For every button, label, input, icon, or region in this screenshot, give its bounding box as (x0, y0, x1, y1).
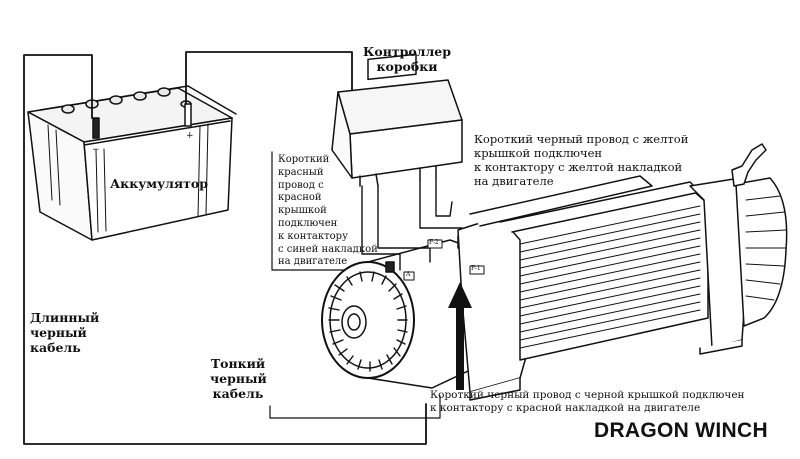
long-cable-label: Длинный черный кабель (30, 310, 100, 355)
positive-cable (185, 51, 353, 105)
controller-wire-2 (377, 185, 431, 263)
thin-cable-label: Тонкий черный кабель (210, 356, 267, 401)
svg-text:+: + (186, 131, 194, 141)
controller-wire-3 (419, 179, 463, 243)
yellow-wire-label: Короткий черный провод с желтой крышкой … (474, 132, 689, 188)
red-wire-label: Короткий красный провод с красной крышко… (278, 154, 378, 268)
svg-text:−: − (92, 145, 100, 155)
thin-cable-leader (269, 395, 441, 419)
controller-wire-1 (361, 185, 401, 271)
controller-box-illustration (331, 53, 463, 187)
long-black-cable (23, 54, 427, 445)
winch-illustration (321, 143, 788, 401)
controller-label: Контроллер коробки (362, 44, 451, 74)
controller-wire-4 (435, 177, 453, 217)
terminal-tag-f2: F-2 (429, 239, 439, 246)
battery-illustration: − + (27, 85, 237, 241)
battery-label: Аккумулятор (110, 176, 208, 191)
black-wire-label: Короткий черный провод с черной крышкой … (430, 389, 745, 414)
arrow-indicator (448, 282, 472, 390)
terminal-tag-f1: F-1 (471, 265, 481, 272)
terminal-tag-a: A (406, 271, 411, 278)
brand-logo: DRAGON WINCH (594, 419, 768, 442)
